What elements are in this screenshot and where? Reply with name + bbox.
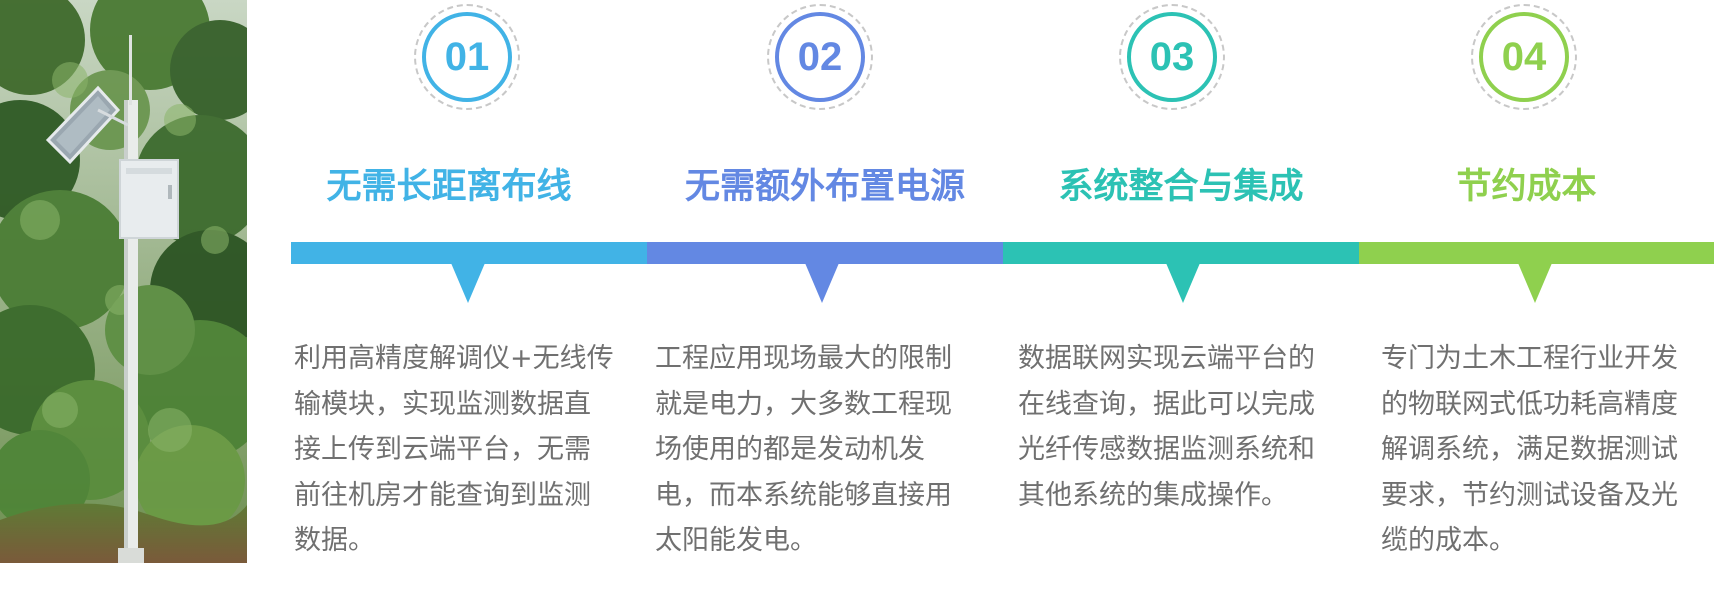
- timeline-bar-segment: [1359, 242, 1714, 264]
- feature-column-2: 02 无需额外布置电源 工程应用现场最大的限制就是电力，大多数工程现场使用的都是…: [647, 0, 1003, 605]
- timeline-bar-segment: [291, 242, 647, 264]
- feature-number: 02: [797, 34, 843, 79]
- number-badge-3: 03: [1119, 4, 1225, 110]
- feature-description: 工程应用现场最大的限制就是电力，大多数工程现场使用的都是发动机发电，而本系统能够…: [655, 343, 952, 556]
- number-badge-4: 04: [1471, 4, 1577, 110]
- feature-title: 系统整合与集成: [1058, 167, 1304, 207]
- pointer-triangle: [805, 263, 839, 303]
- timeline-bar-segment: [1003, 242, 1359, 264]
- feature-title: 无需额外布置电源: [684, 167, 965, 207]
- feature-description: 数据联网实现云端平台的在线查询，据此可以完成光纤传感数据监测系统和其他系统的集成…: [1018, 343, 1315, 511]
- feature-number: 04: [1501, 34, 1547, 79]
- pointer-triangle: [1166, 263, 1200, 303]
- feature-title: 无需长距离布线: [326, 167, 572, 207]
- feature-number: 01: [444, 34, 490, 79]
- pointer-triangle: [1518, 263, 1552, 303]
- site-photo: [0, 0, 247, 563]
- number-badge-1: 01: [414, 4, 520, 110]
- feature-title: 节约成本: [1456, 167, 1597, 207]
- pointer-triangle: [451, 263, 485, 303]
- feature-column-1: 01 无需长距离布线 利用高精度解调仪+无线传输模块，实现监测数据直接上传到云端…: [291, 0, 647, 605]
- timeline-bar-segment: [647, 242, 1003, 264]
- feature-column-4: 04 节约成本 专门为土木工程行业开发的物联网式低功耗高精度解调系统，满足数据测…: [1359, 0, 1714, 605]
- feature-description: 专门为土木工程行业开发的物联网式低功耗高精度解调系统，满足数据测试要求，节约测试…: [1381, 343, 1678, 556]
- feature-number: 03: [1149, 34, 1195, 79]
- feature-column-3: 03 系统整合与集成 数据联网实现云端平台的在线查询，据此可以完成光纤传感数据监…: [1003, 0, 1359, 605]
- number-badge-2: 02: [767, 4, 873, 110]
- feature-description: 利用高精度解调仪+无线传输模块，实现监测数据直接上传到云端平台，无需前往机房才能…: [294, 343, 614, 556]
